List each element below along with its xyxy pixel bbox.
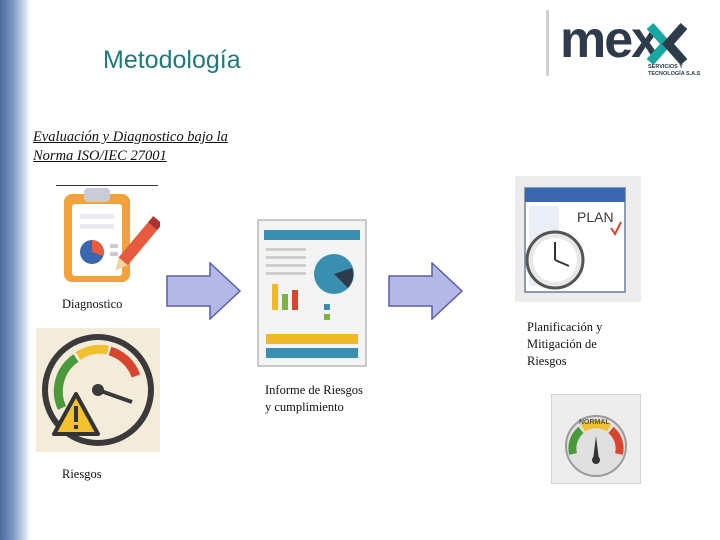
step-label-informe: Informe de Riesgos y cumplimiento <box>265 383 363 414</box>
logo-tagline-line2: TECNOLOGÍA S.A.S <box>648 71 701 77</box>
step-label-planificacion: Planificación y Mitigación de Riesgos <box>527 320 603 368</box>
left-decorative-bar <box>0 0 30 540</box>
logo-brand: mex <box>560 11 660 69</box>
arrow-right-2 <box>388 262 464 320</box>
normal-gauge-icon: NORMAL <box>551 394 641 484</box>
step-label-diagnostico: Diagnostico <box>62 297 123 311</box>
report-document-icon <box>257 219 367 367</box>
slide-title: Metodología <box>103 46 241 74</box>
logo-divider <box>546 10 549 76</box>
risk-gauge-icon <box>36 328 160 452</box>
plan-icon-text: PLAN <box>577 209 614 225</box>
clipboard-diagnostic-icon <box>64 188 160 282</box>
subtitle-rule <box>56 185 158 186</box>
slide-subtitle: Evaluación y Diagnostico bajo la Norma I… <box>33 129 228 164</box>
plan-calendar-icon: PLAN <box>515 176 641 302</box>
step-label-riesgos: Riesgos <box>62 467 102 481</box>
logo-tagline: SERVICIOS Y TECNOLOGÍA S.A.S <box>648 64 718 78</box>
logo-tagline-line1: SERVICIOS Y <box>648 64 683 70</box>
arrow-right-1 <box>166 262 242 320</box>
normal-icon-text: NORMAL <box>579 419 610 426</box>
